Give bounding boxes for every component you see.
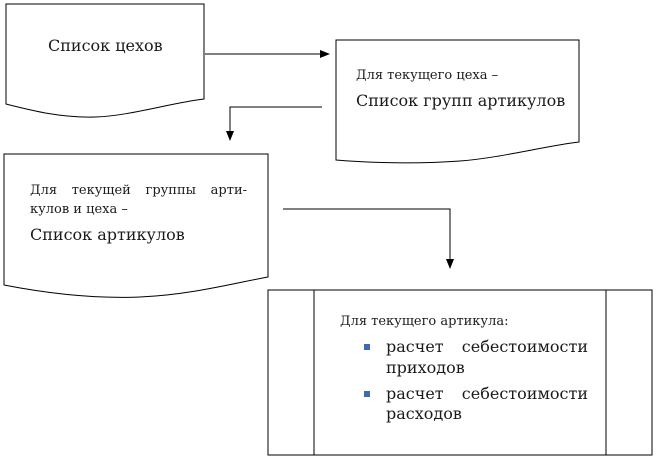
calculation-caption: Для текущего артикула:	[340, 314, 509, 329]
groups-caption: Для текущего цеха –	[356, 68, 499, 83]
groups-title: Список групп артикулов	[356, 91, 566, 110]
workshops-title: Список цехов	[48, 36, 163, 55]
articles-document-shape	[3, 153, 269, 298]
calculation-item-outgoing: расчет себестоимости расходов	[386, 383, 588, 424]
articles-caption-line2: кулов и цеха –	[30, 202, 128, 217]
workshops-document-shape	[5, 3, 205, 118]
arrow-articles-to-calculation	[283, 208, 454, 269]
articles-caption-line1: Для текущей группы арти-	[30, 183, 247, 198]
calculation-items: расчет себестоимости приходов расчет себ…	[362, 337, 588, 430]
groups-document-shape	[335, 39, 580, 164]
square-bullet-icon	[364, 344, 370, 350]
list-item: расчет себестоимости расходов	[362, 384, 588, 426]
arrow-groups-to-articles	[226, 106, 322, 141]
list-item: расчет себестоимости приходов	[362, 337, 588, 379]
calculation-process-shape	[267, 289, 653, 456]
articles-title: Список артикулов	[30, 225, 185, 244]
calculation-item-incoming: расчет себестоимости приходов	[386, 337, 588, 377]
square-bullet-icon	[364, 390, 370, 397]
